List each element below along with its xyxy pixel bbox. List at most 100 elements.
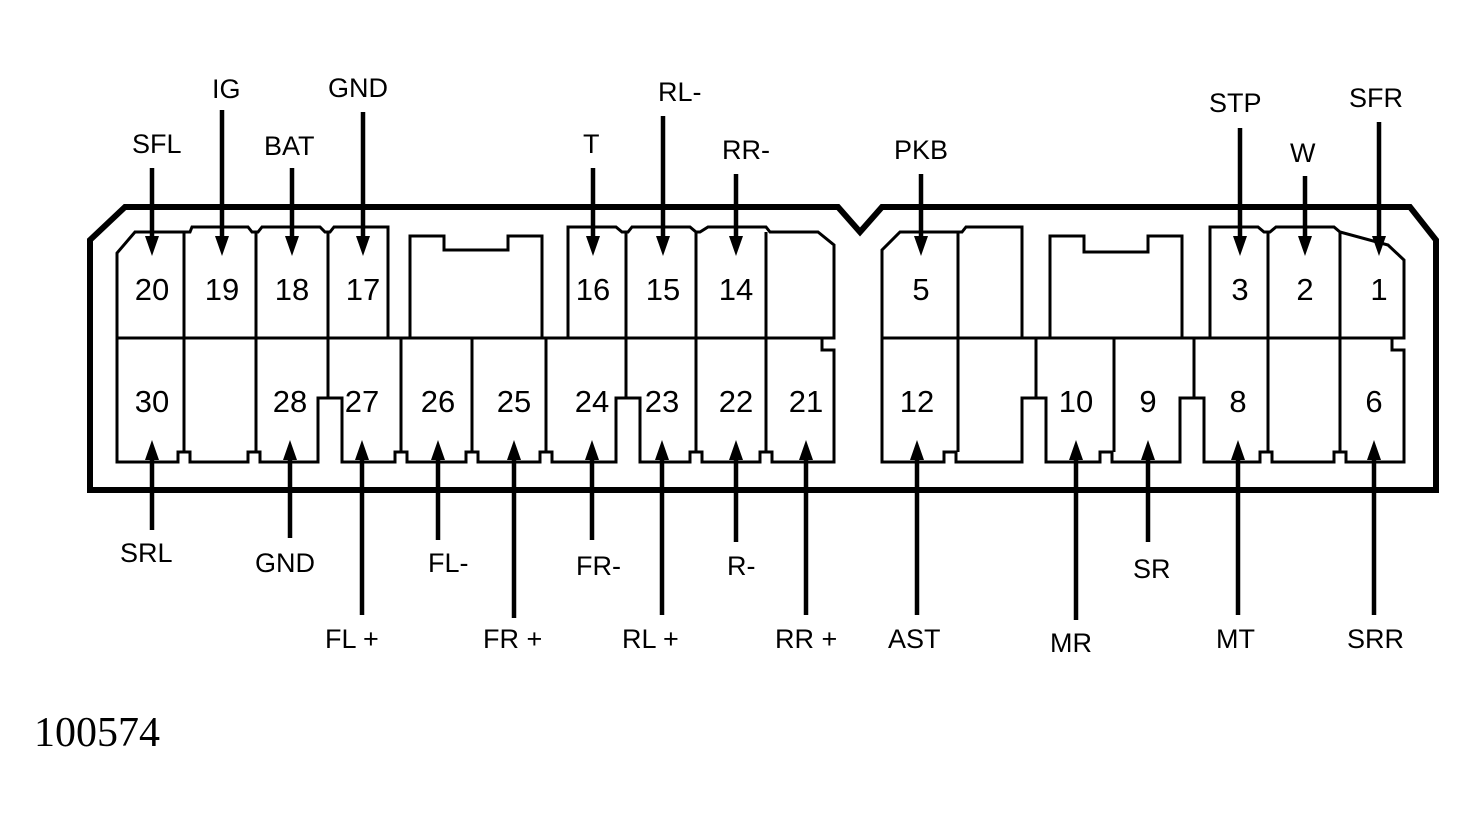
pin-number: 12 — [900, 384, 934, 419]
pin-25: 25 FR + — [483, 384, 542, 654]
pin-number: 21 — [789, 384, 823, 419]
signal-label: AST — [888, 624, 941, 654]
signal-label: GND — [328, 73, 388, 103]
signal-label: W — [1290, 138, 1316, 168]
pin-17: 17 GND — [328, 73, 388, 307]
arrow-up-icon — [1141, 440, 1155, 460]
arrow-up-icon — [799, 440, 813, 460]
pin-number: 14 — [719, 272, 753, 307]
signal-label: FL + — [325, 624, 379, 654]
signal-label: RL + — [622, 624, 679, 654]
pin-number: 25 — [497, 384, 531, 419]
figure-number: 100574 — [34, 710, 160, 756]
arrow-down-icon — [914, 236, 928, 256]
arrow-up-icon — [655, 440, 669, 460]
arrow-down-icon — [1298, 236, 1312, 256]
pin-16: 16 T — [576, 129, 610, 307]
signal-label: STP — [1209, 88, 1262, 118]
pin-number: 17 — [346, 272, 380, 307]
pin-number: 23 — [645, 384, 679, 419]
right-block-outline — [880, 225, 1406, 464]
pin-number: 15 — [646, 272, 680, 307]
pin-number: 24 — [575, 384, 609, 419]
pin-number: 22 — [719, 384, 753, 419]
pin-number: 20 — [135, 272, 169, 307]
signal-label: RR- — [722, 135, 770, 165]
signal-label: PKB — [894, 135, 948, 165]
signal-label: T — [583, 129, 600, 159]
arrow-up-icon — [1231, 440, 1245, 460]
pin-number: 28 — [273, 384, 307, 419]
arrow-down-icon — [356, 236, 370, 256]
arrow-up-icon — [729, 440, 743, 460]
pin-number: 2 — [1296, 272, 1313, 307]
arrow-down-icon — [729, 236, 743, 256]
pin-number: 19 — [205, 272, 239, 307]
arrow-up-icon — [431, 440, 445, 460]
arrow-down-icon — [586, 236, 600, 256]
signal-label: SRL — [120, 538, 173, 568]
pin-8: 8MT — [1216, 384, 1255, 654]
pin-number: 1 — [1370, 272, 1387, 307]
signal-label: FR + — [483, 624, 542, 654]
signal-label: MR — [1050, 628, 1092, 658]
pin-number: 26 — [421, 384, 455, 419]
arrow-up-icon — [1367, 440, 1381, 460]
pin-number: 9 — [1139, 384, 1156, 419]
pin-5: 5 PKB — [894, 135, 948, 307]
arrow-up-icon — [355, 440, 369, 460]
signal-label: RR + — [775, 624, 837, 654]
pin-number: 16 — [576, 272, 610, 307]
pin-14: 14 RR- — [719, 135, 770, 307]
arrow-up-icon — [145, 440, 159, 460]
signal-label: BAT — [264, 131, 315, 161]
connector-housing — [87, 204, 1439, 493]
pin-27: 27 FL + — [325, 384, 379, 654]
pin-2: 2W — [1290, 138, 1316, 307]
arrow-up-icon — [910, 440, 924, 460]
pin-20: 20 SFL — [132, 129, 182, 307]
arrow-down-icon — [285, 236, 299, 256]
pin-18: 18 BAT — [264, 131, 315, 307]
arrow-up-icon — [507, 440, 521, 460]
left-block-outline — [115, 225, 836, 464]
pin-number: 10 — [1059, 384, 1093, 419]
signal-label: SFR — [1349, 83, 1403, 113]
signal-label: RL- — [658, 77, 702, 107]
signal-label: MT — [1216, 624, 1255, 654]
signal-label: SR — [1133, 554, 1171, 584]
pin-number: 18 — [275, 272, 309, 307]
pin-15: 15 RL- — [646, 77, 702, 307]
arrow-up-icon — [283, 440, 297, 460]
signal-label: SFL — [132, 129, 182, 159]
pin-19: 19 IG — [205, 74, 241, 307]
arrow-down-icon — [1233, 236, 1247, 256]
pin-number: 3 — [1231, 272, 1248, 307]
arrow-down-icon — [656, 236, 670, 256]
pin-9: 9SR — [1133, 384, 1171, 584]
signal-label: IG — [212, 74, 241, 104]
pin-1: 1 SFR — [1349, 83, 1403, 307]
pin-21: 21 RR + — [775, 384, 837, 654]
pin-number: 5 — [912, 272, 929, 307]
pin-number: 6 — [1365, 384, 1382, 419]
pin-22: 22R- — [719, 384, 756, 581]
arrow-down-icon — [1372, 236, 1386, 256]
pin-number: 27 — [345, 384, 379, 419]
pin-number: 30 — [135, 384, 169, 419]
pin-3: 3 STP — [1209, 88, 1262, 307]
pin-23: 23 RL + — [622, 384, 679, 654]
signal-label: SRR — [1347, 624, 1404, 654]
signal-label: FL- — [428, 548, 469, 578]
top-row-pins: 20 SFL 19 IG 18 BAT 17 GND 16 T 15 RL- 14 RR- 5 PKB 3 STP… — [132, 73, 1403, 307]
arrow-up-icon — [1069, 440, 1083, 460]
pin-number: 8 — [1229, 384, 1246, 419]
signal-label: GND — [255, 548, 315, 578]
